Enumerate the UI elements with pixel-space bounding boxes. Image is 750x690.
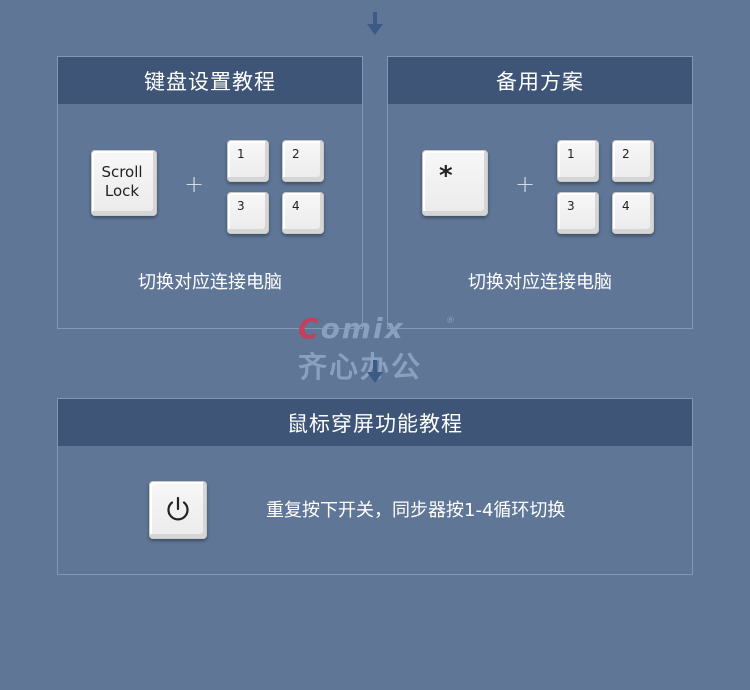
backup-plan-panel: 备用方案 * + 1 2 3 4 切换对应连接电脑 [387, 56, 693, 329]
number-key-4: 4 [282, 192, 324, 234]
plus-sign: + [515, 170, 536, 198]
number-key-2: 2 [612, 140, 654, 182]
number-key-1: 1 [557, 140, 599, 182]
number-key-2: 2 [282, 140, 324, 182]
number-key-3: 3 [227, 192, 269, 234]
mouse-crossscreen-panel: 鼠标穿屏功能教程 重复按下开关，同步器按1-4循环切换 [57, 398, 693, 575]
power-icon [167, 496, 189, 521]
brand-rest: omix [320, 312, 405, 345]
asterisk-key: * [422, 150, 488, 216]
key-label: * [439, 161, 453, 191]
panel-caption: 切换对应连接电脑 [138, 272, 282, 293]
number-key-1: 1 [227, 140, 269, 182]
comix-watermark: Comix ® 齐心办公 [298, 312, 458, 384]
arrow-down-icon [366, 360, 384, 384]
plus-sign: + [184, 170, 205, 198]
arrow-down-icon [366, 12, 384, 36]
brand-chinese: 齐心办公 [298, 350, 423, 384]
panel-title: 键盘设置教程 [58, 57, 362, 104]
panel-title: 备用方案 [388, 57, 692, 104]
key-label-line2: Lock [104, 182, 140, 200]
panel-caption: 重复按下开关，同步器按1-4循环切换 [266, 500, 566, 521]
brand-first-letter: C [298, 312, 321, 345]
panel-caption: 切换对应连接电脑 [468, 272, 612, 293]
panel-title: 鼠标穿屏功能教程 [58, 399, 692, 446]
key-label-line1: Scroll [101, 163, 143, 181]
number-key-3: 3 [557, 192, 599, 234]
registered-mark: ® [446, 316, 455, 326]
power-key [149, 481, 207, 539]
number-key-4: 4 [612, 192, 654, 234]
